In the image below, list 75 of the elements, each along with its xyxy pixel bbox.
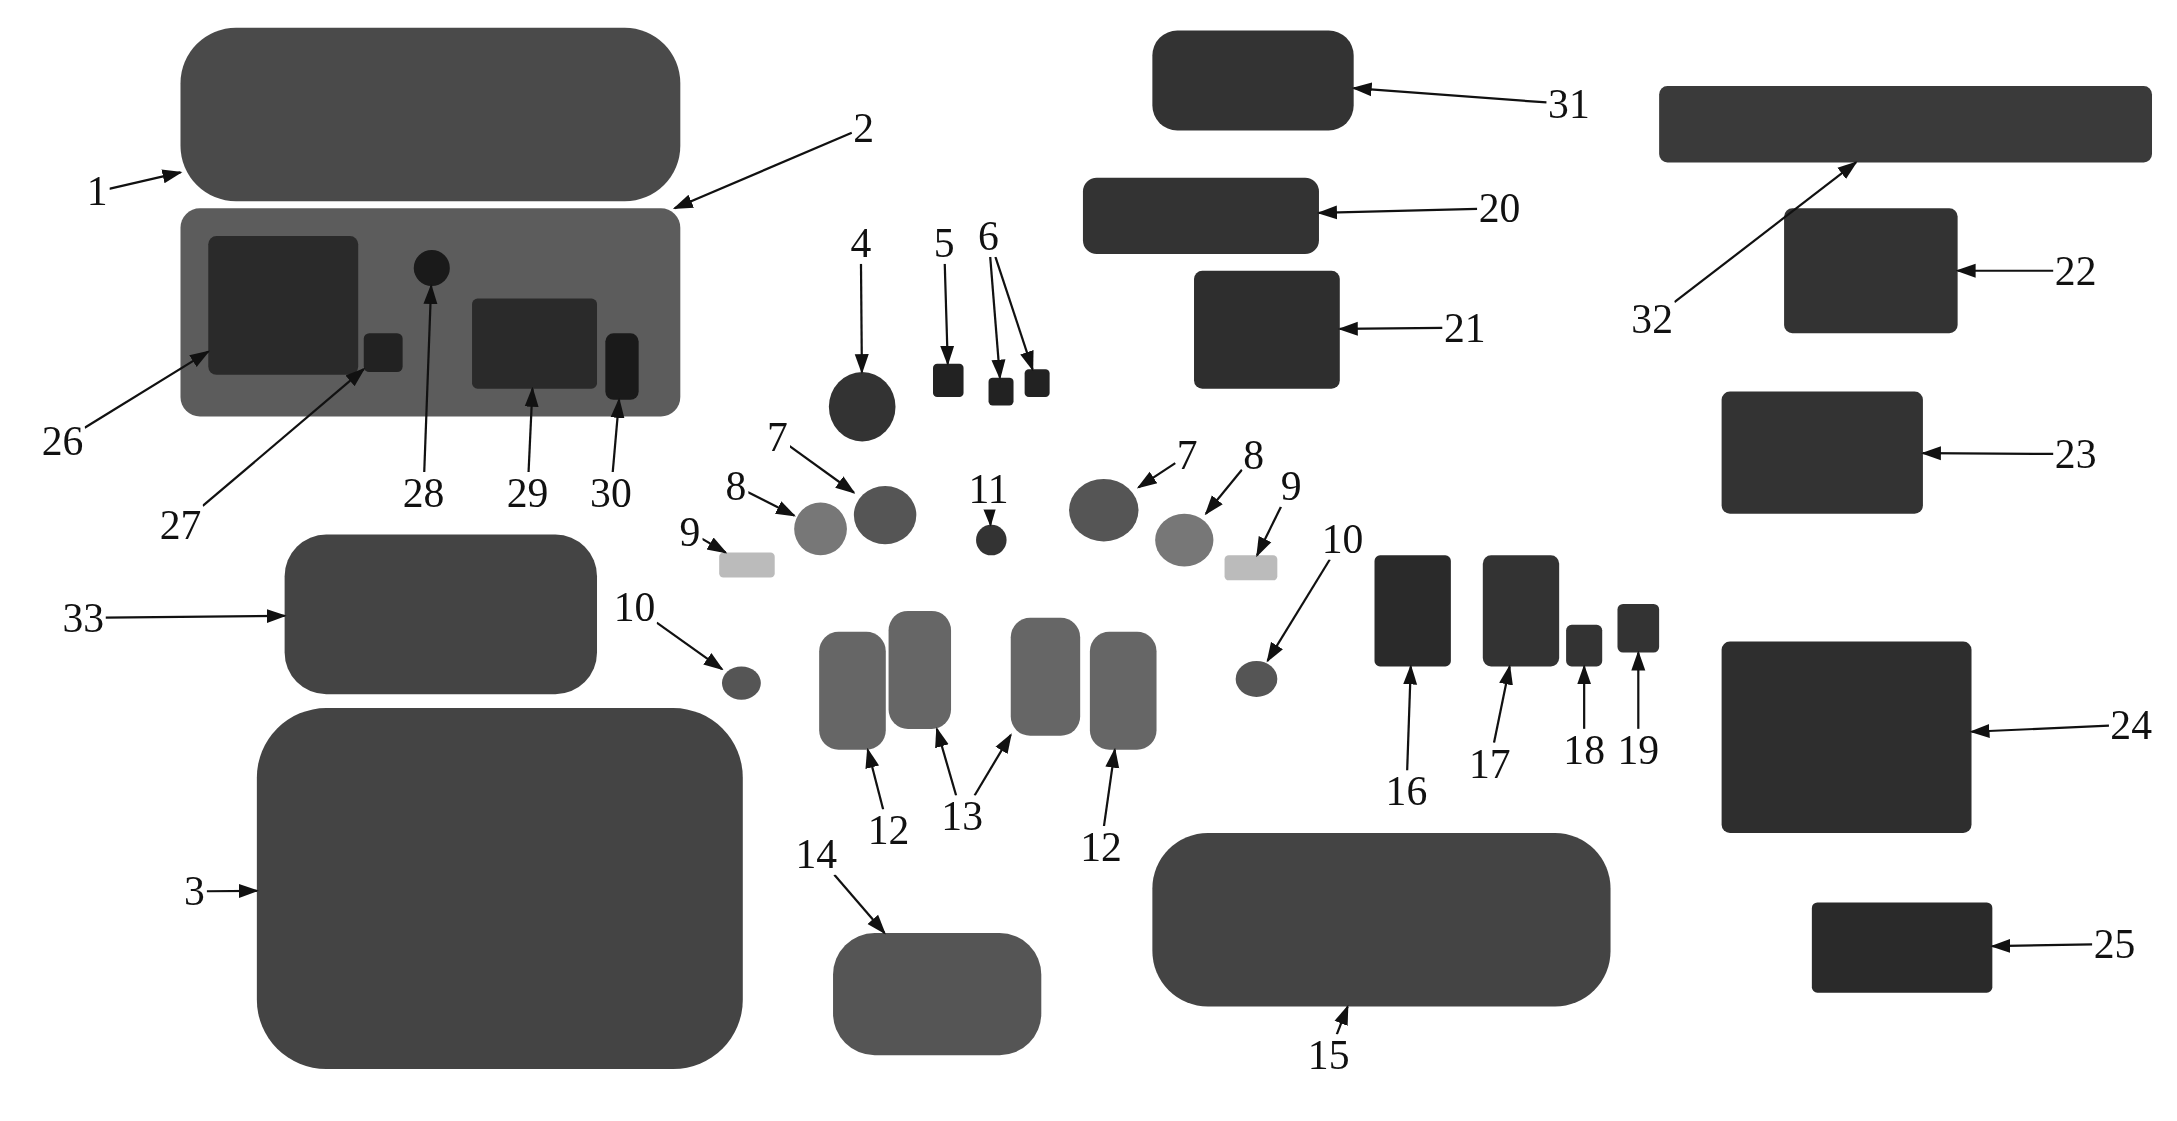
round-part-block — [413, 249, 450, 286]
leader-line — [1990, 938, 2093, 953]
leader-line — [84, 350, 210, 429]
part-block — [208, 236, 359, 375]
leader-line — [1577, 664, 1592, 729]
round-part-block — [1235, 660, 1278, 697]
part-block — [988, 377, 1014, 406]
leader-line — [747, 490, 796, 517]
leader-line — [656, 621, 724, 671]
leader-line — [1492, 664, 1513, 743]
leader-line — [1351, 82, 1547, 104]
leader-line — [423, 284, 438, 473]
part-block — [833, 933, 1042, 1056]
part-block — [1721, 391, 1923, 514]
leader-line — [1334, 1004, 1349, 1035]
part-block — [1566, 624, 1603, 667]
leader-line — [701, 537, 728, 554]
leader-line — [610, 397, 625, 473]
leader-line — [108, 169, 183, 190]
part-block — [284, 534, 597, 695]
part-block — [1224, 555, 1278, 581]
part-block — [888, 610, 952, 729]
part-block — [1374, 555, 1451, 667]
leader-line — [865, 747, 885, 810]
part-block — [1152, 30, 1354, 131]
part-block — [1659, 86, 2152, 163]
leader-line — [994, 256, 1034, 372]
leader-line — [854, 263, 869, 375]
leader-line — [989, 256, 1006, 380]
part-block — [180, 208, 681, 417]
leader-line — [1955, 263, 2054, 278]
leader-line — [1969, 723, 2109, 738]
leader-line — [105, 609, 287, 624]
part-block — [1010, 617, 1081, 736]
part-block — [719, 552, 775, 578]
leader-line — [206, 883, 259, 898]
part-block — [1482, 555, 1560, 667]
round-part-block — [794, 502, 847, 556]
leader-line — [1266, 558, 1331, 663]
part-block — [472, 298, 597, 389]
leader-line — [1403, 664, 1418, 771]
leader-line — [1920, 446, 2054, 461]
part-block — [1784, 208, 1958, 334]
leader-line — [935, 727, 958, 796]
part-block — [256, 708, 743, 1070]
part-block — [180, 27, 681, 202]
leader-line — [833, 873, 886, 935]
leader-line — [1136, 462, 1176, 489]
leader-line — [202, 367, 366, 507]
part-block — [1024, 369, 1050, 398]
round-part-block — [976, 524, 1007, 556]
part-block — [1089, 631, 1157, 750]
leader-line — [672, 131, 853, 210]
leader-line — [1673, 161, 1858, 304]
part-block — [363, 333, 403, 373]
part-block — [819, 631, 886, 750]
leader-line — [940, 263, 955, 366]
part-block — [605, 333, 639, 400]
leader-line — [1102, 747, 1120, 827]
leader-line — [1337, 321, 1443, 336]
leader-line — [1316, 205, 1478, 220]
leader-line — [524, 386, 539, 473]
part-block — [1082, 177, 1319, 255]
part-block — [1811, 902, 1993, 993]
leader-line — [1204, 469, 1243, 516]
part-block — [933, 363, 964, 398]
part-block — [1152, 833, 1611, 1007]
leader-line — [788, 444, 856, 494]
part-block — [1194, 270, 1340, 389]
leader-line — [1256, 506, 1282, 558]
leader-line — [973, 733, 1012, 797]
round-part-block — [721, 666, 761, 700]
part-block — [1617, 603, 1660, 653]
leader-line — [1631, 650, 1646, 729]
part-block — [1721, 641, 1972, 834]
